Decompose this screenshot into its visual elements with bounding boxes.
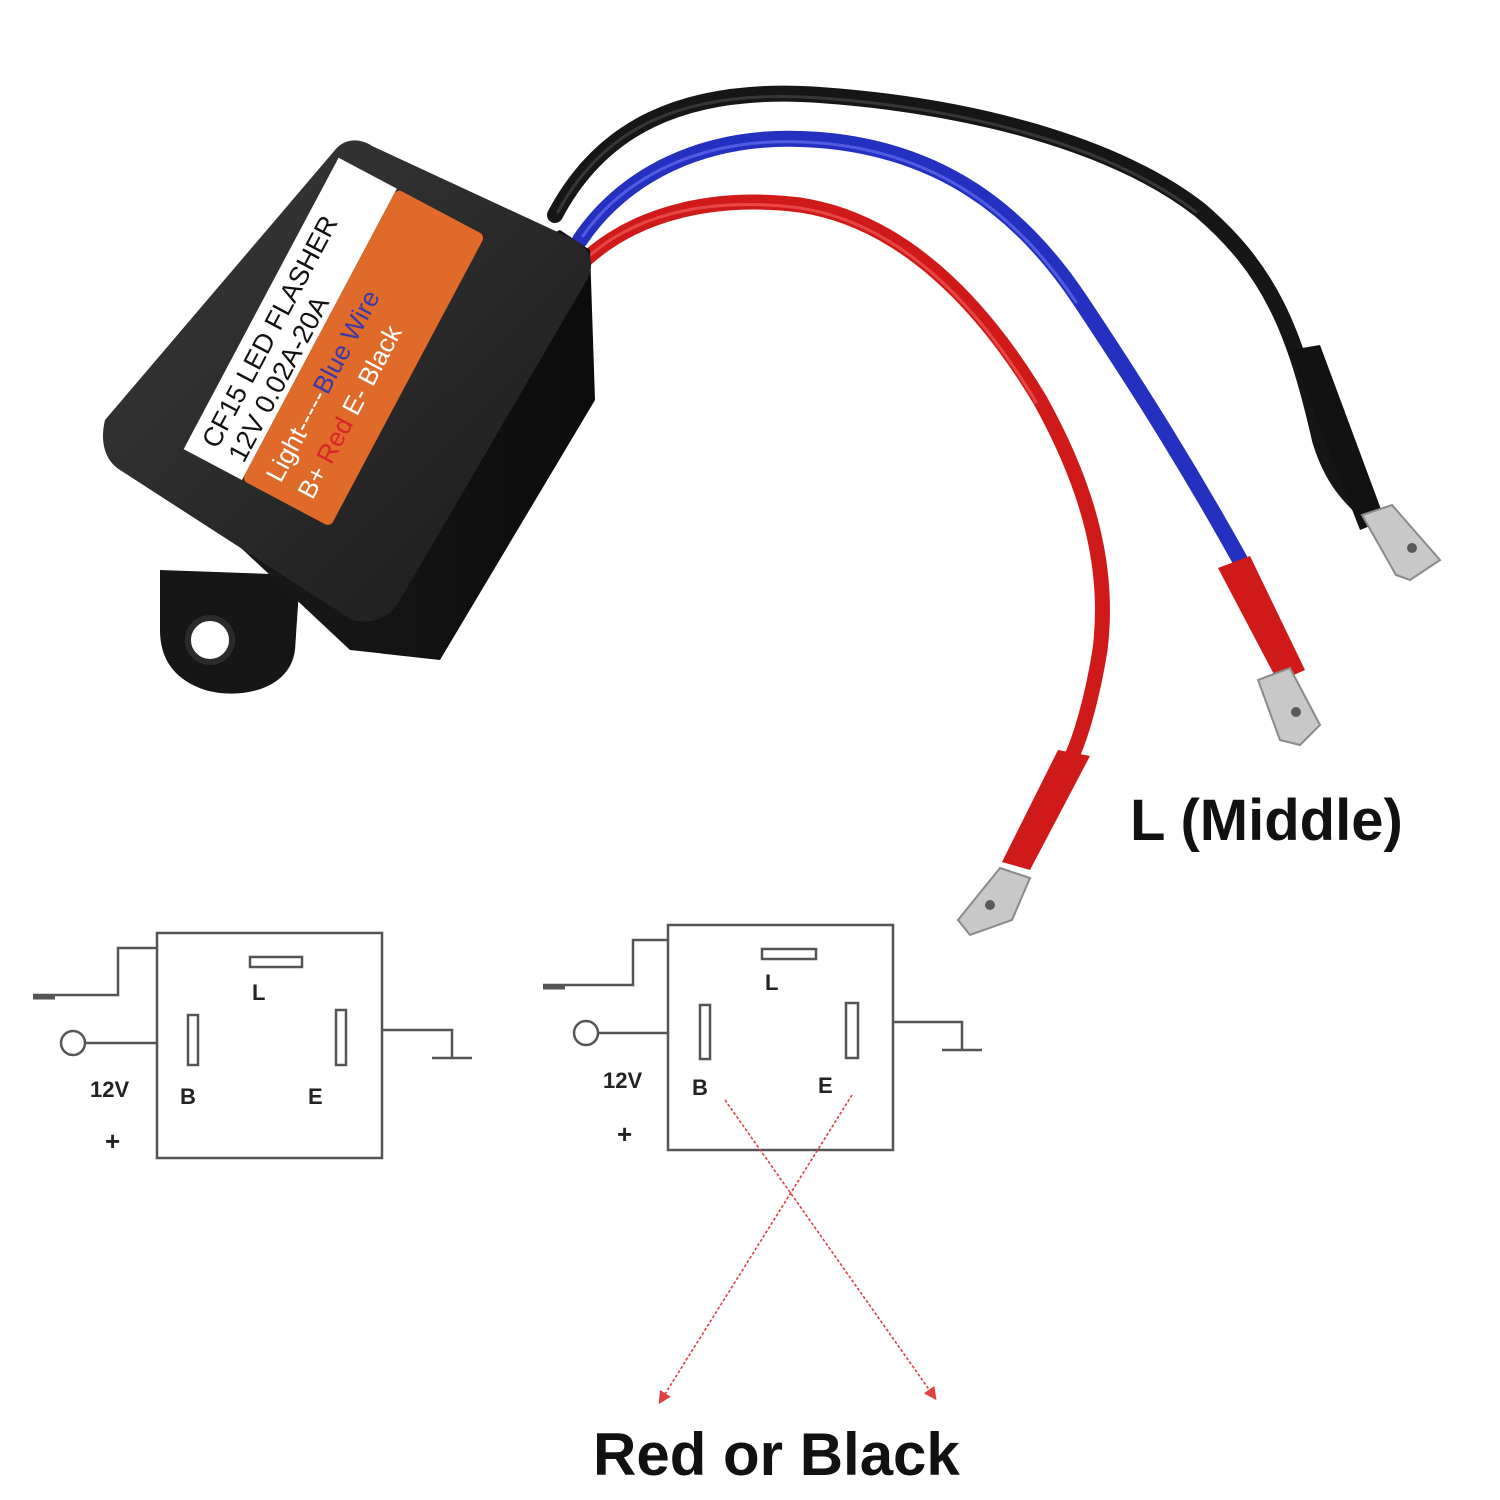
schematic-2-terminal-circle [572, 1019, 600, 1047]
schematic-2-pin-b [698, 1003, 712, 1061]
schematic-2-polarity: + [617, 1119, 632, 1149]
arrow-from-e [658, 1094, 853, 1405]
schematic-2-voltage: 12V [603, 1068, 642, 1093]
schematic-2-pin-e [844, 1001, 860, 1060]
schematic-1-polarity: + [105, 1126, 120, 1156]
blue-wire [572, 130, 1248, 568]
red-wire-sleeve [1002, 750, 1090, 870]
wires [547, 85, 1385, 870]
middle-terminal-callout: L (Middle) [1130, 788, 1403, 853]
schematic-1-pin-l [248, 955, 304, 969]
schematic-2-body [666, 923, 895, 1152]
schematic-1-label-e: E [308, 1084, 323, 1109]
product-label: CF15 LED FLASHER 12V 0.02A-20A Light----… [183, 157, 484, 525]
black-wire [547, 85, 1383, 528]
spade-terminals [956, 503, 1442, 937]
blue-wire-sleeve [1218, 556, 1305, 682]
blue-wire-terminal [1256, 666, 1322, 747]
black-wire-terminal [1360, 503, 1442, 582]
crossing-arrows [658, 1094, 937, 1405]
schematic-2-label-l: L [765, 970, 778, 995]
mounting-hole [185, 615, 235, 665]
black-wire-sleeve [1290, 345, 1385, 530]
schematic-2-label-b: B [692, 1075, 708, 1100]
side-terminals-callout: Red or Black [593, 1421, 960, 1488]
schematic-1-label-b: B [180, 1084, 196, 1109]
flasher-unit: CF15 LED FLASHER 12V 0.02A-20A Light----… [102, 140, 595, 694]
schematic-1-label-l: L [252, 980, 265, 1005]
red-wire [577, 194, 1110, 768]
flasher-schematic-1 [33, 931, 472, 1160]
arrow-from-b [724, 1099, 937, 1401]
schematic-1-pin-e [334, 1008, 348, 1067]
schematic-1-terminal-circle [59, 1029, 87, 1057]
schematic-2-pin-l [760, 947, 818, 961]
schematic-1-pin-b [186, 1013, 200, 1067]
schematic-1-body [155, 931, 384, 1160]
flasher-schematic-2 [543, 923, 982, 1152]
schematic-2-label-e: E [818, 1073, 833, 1098]
red-wire-terminal [956, 866, 1032, 937]
schematic-1-voltage: 12V [90, 1077, 129, 1102]
